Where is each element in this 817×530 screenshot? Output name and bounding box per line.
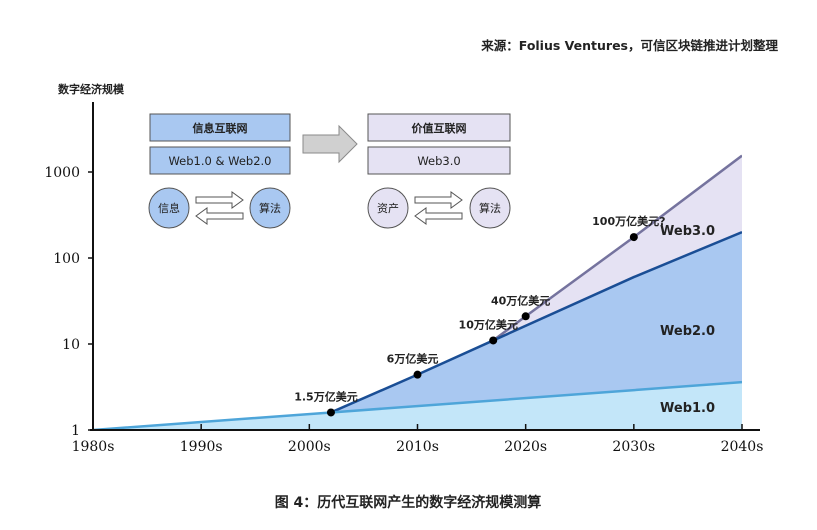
source-text: 来源：Folius Ventures，可信区块链推进计划整理 [480,38,778,53]
web3-box-title: Web3.0 [417,154,460,168]
data-point-label: 1.5万亿美元 [294,389,358,403]
data-point [489,336,498,345]
data-point [521,312,530,321]
algo-circle-right [469,187,511,229]
series-label-web3: Web3.0 [660,224,715,239]
web1-web2-title: Web1.0 & Web2.0 [168,154,271,168]
algo-circle-left [249,187,291,229]
y-tick-label: 1 [71,423,80,439]
y-tick-label: 10 [62,337,80,353]
series-label-web2: Web2.0 [660,324,715,339]
asset-circle [367,187,409,229]
data-point-label: 10万亿美元 [459,317,518,331]
data-point-label: 40万亿美元 [491,293,550,307]
info-internet-title: 信息互联网 [193,121,248,135]
y-tick-label: 1000 [44,165,80,181]
value-internet-title: 价值互联网 [412,121,467,135]
asset-circle-label: 资产 [377,201,399,215]
x-tick-label: 2040s [721,439,764,455]
x-tick-label: 2030s [612,439,655,455]
x-ticks: 1980s 1990s 2000s 2010s 2020s 2030s 2040s [72,424,764,455]
annotations: 1.5万亿美元 6万亿美元 10万亿美元 40万亿美元 100万亿美元? [294,214,666,417]
data-point [629,233,638,242]
double-arrow-exchange-icon [195,191,244,225]
figure-caption: 图 4：历代互联网产生的数字经济规模测算 [275,494,542,511]
data-point [326,408,335,417]
data-point-label: 6万亿美元 [387,352,439,366]
plot-area [92,154,742,430]
double-arrow-exchange-icon [414,191,463,225]
x-tick-label: 2000s [288,439,331,455]
y-axis-label: 数字经济规模 [58,82,125,96]
info-internet-box [149,113,291,142]
arrow-right-icon [302,124,358,164]
info-circle [148,187,190,229]
x-tick-label: 2010s [396,439,439,455]
y-ticks: 1 10 100 1000 [44,165,93,439]
data-point [413,370,422,379]
x-tick-label: 2020s [504,439,547,455]
algo-circle-right-label: 算法 [479,201,501,215]
diagram-right: 价值互联网 Web3.0 资产 算法 [367,113,511,229]
diagram-left: 信息互联网 Web1.0 & Web2.0 信息 算法 [148,113,291,229]
x-tick-label: 1990s [180,439,223,455]
y-tick-label: 100 [53,251,80,267]
x-tick-label: 1980s [72,439,115,455]
data-point-label: 100万亿美元? [592,214,665,228]
series-label-web1: Web1.0 [660,401,715,416]
web3-box [367,146,511,175]
value-internet-box [367,113,511,142]
web3-line [492,154,742,342]
info-circle-label: 信息 [158,201,180,215]
algo-circle-left-label: 算法 [259,201,281,215]
web1-web2-box [149,146,291,175]
